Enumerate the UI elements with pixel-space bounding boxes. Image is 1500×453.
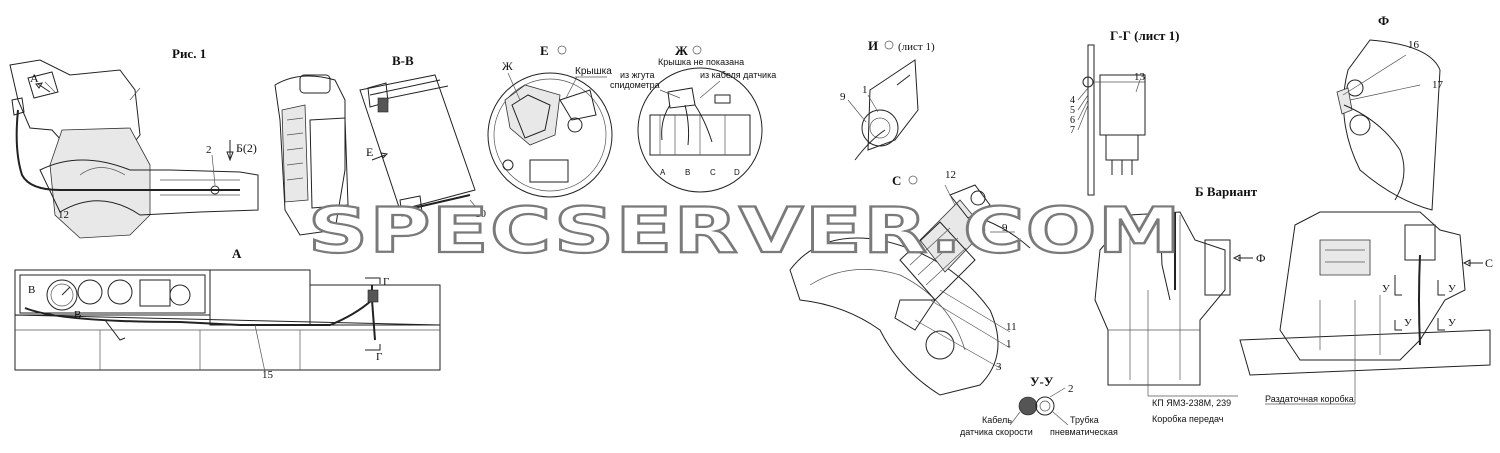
cover-not-shown-label: Крышка не показана [658,57,744,67]
callout: 3 [996,361,1002,373]
view-f: Ф 16 17 [1336,13,1444,211]
view-e-title: Е [540,43,549,58]
pin-label: B [685,168,690,177]
callout: 10 [475,208,487,220]
view-gg: Г-Г (лист 1) 13 4 5 6 7 [1070,28,1179,196]
c-arrow-label: С [1485,256,1493,270]
view-a-dashboard: А В В Г Г 15 [14,246,441,381]
b2-label: Б(2) [236,141,257,155]
cover-label: Крышка [575,66,612,77]
callout: 1 [1006,338,1012,350]
callout: 9 [840,91,846,103]
from-sensor-cable-label: из кабеля датчика [700,70,776,80]
view-b-variant-title: Б Вариант [1195,184,1258,199]
arrow-a-label: А [30,71,39,85]
view-zh: Ж Крышка не показана из жгута спидометра… [610,43,776,193]
from-harness-label-1: из жгута [620,70,654,80]
view-gg-title: Г-Г (лист 1) [1110,28,1179,43]
speed-cable-label-1: Кабель [982,415,1012,425]
view-c-title: С [892,173,901,188]
callout: 16 [1408,39,1420,51]
callout: 9 [1002,222,1008,234]
view-f-title: Ф [1378,13,1389,28]
view-a-title: А [232,246,242,261]
view-i-sheet: (лист 1) [898,41,935,53]
pin-label: A [660,168,666,177]
v-mark: В [74,309,81,321]
view-zh-title: Ж [675,43,688,58]
pneumatic-tube-label-1: Трубка [1070,415,1099,425]
view-bb-title: В-В [392,53,414,68]
callout: 17 [1432,79,1444,91]
callout: 4 [1070,95,1075,106]
view-e: Е Ж Крышка [487,43,613,198]
pin-label: C [710,168,716,177]
callout: 5 [1070,105,1075,116]
u-mark: У [1448,283,1456,295]
callout: 15 [262,369,274,381]
callout: 6 [1070,115,1075,126]
pneumatic-tube-label-2: пневматическая [1050,427,1118,437]
view-c: С 12 9 11 1 3 [789,169,1031,396]
view-bb: В-В Е 10 [274,53,487,236]
callout: 2 [206,144,212,156]
view-b-variant: Б Вариант С У У У У Раздаточная коробка [1195,184,1493,405]
speed-cable-label-2: датчика скорости [960,427,1033,437]
g-mark: Г [376,351,382,363]
zh-mark: Ж [502,59,513,73]
v-mark: В [28,284,35,296]
watermark: SPECSERVER.COM [308,194,1182,267]
f-arrow-label: Ф [1256,251,1265,265]
callout: 12 [58,209,69,221]
figure-title: Рис. 1 [172,46,206,61]
pin-label: D [734,168,740,177]
transfer-case-label: Раздаточная коробка [1265,394,1354,404]
callout: 11 [1006,321,1017,333]
callout: 1 [862,84,868,96]
from-harness-label-2: спидометра [610,80,660,90]
u-mark: У [1382,283,1390,295]
view-uu-title: У-У [1030,374,1054,389]
gearbox-label: Коробка передач [1152,414,1224,424]
view-uu: У-У 2 Кабель датчика скорости Трубка пне… [960,374,1118,437]
view-i-title: И [868,38,878,53]
view-gearbox: Ф КП ЯМЗ-238М, 239 Коробка передач [1094,211,1265,424]
e-arrow-label: Е [366,145,373,159]
callout: 13 [1134,71,1146,83]
callout: 7 [1070,125,1075,136]
g-mark: Г [383,276,389,288]
u-mark: У [1404,317,1412,329]
u-mark: У [1448,317,1456,329]
vehicle-side-view: А Б(2) 2 12 [9,59,259,239]
callout: 2 [1068,383,1074,395]
callout: 12 [945,169,956,181]
gearbox-model-label: КП ЯМЗ-238М, 239 [1152,398,1231,408]
view-i: И (лист 1) 1 9 [840,38,935,161]
